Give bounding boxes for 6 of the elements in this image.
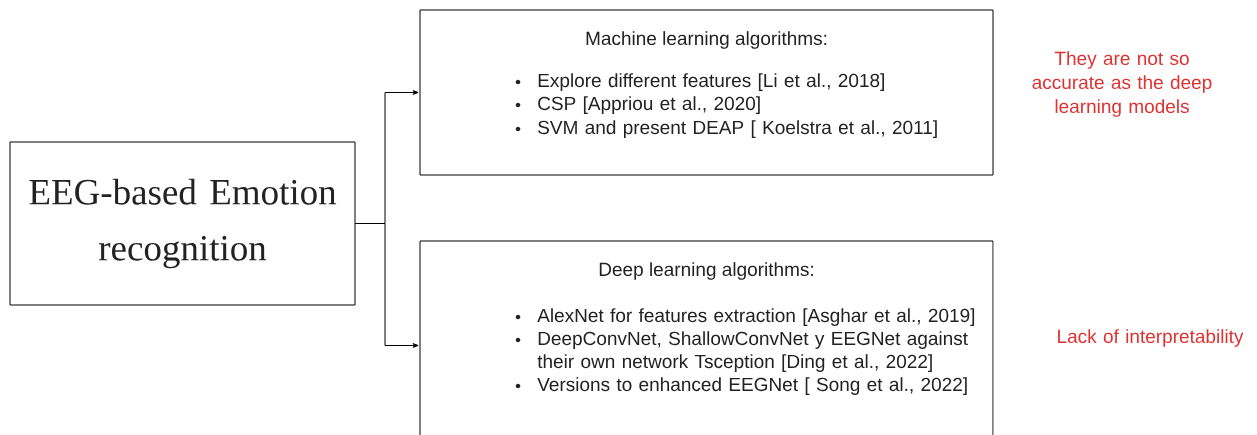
note-text: They are not so accurate as the deep learning models <box>1032 51 1212 117</box>
note-text: Lack of interpretability <box>1058 329 1244 347</box>
topic-box: EEG-based Emotion recognition <box>9 141 356 306</box>
arrow <box>355 223 419 348</box>
method-box: Machine learning algorithms: Explore different features [Li et al., 2018] CSP [Appriou et al., 2020] SVM and present DEAP [ Koelstra et al., 2011] <box>419 9 994 176</box>
method-box: Deep learning algorithms: AlexNet for features extraction [Asghar et al., 2019] DeepConvNet, ShallowConvNet y EEGNet against their own network Tsception [Ding et al., 2022] Versions to enhanced EEGNet [ Song et al., 2022] <box>419 240 994 435</box>
